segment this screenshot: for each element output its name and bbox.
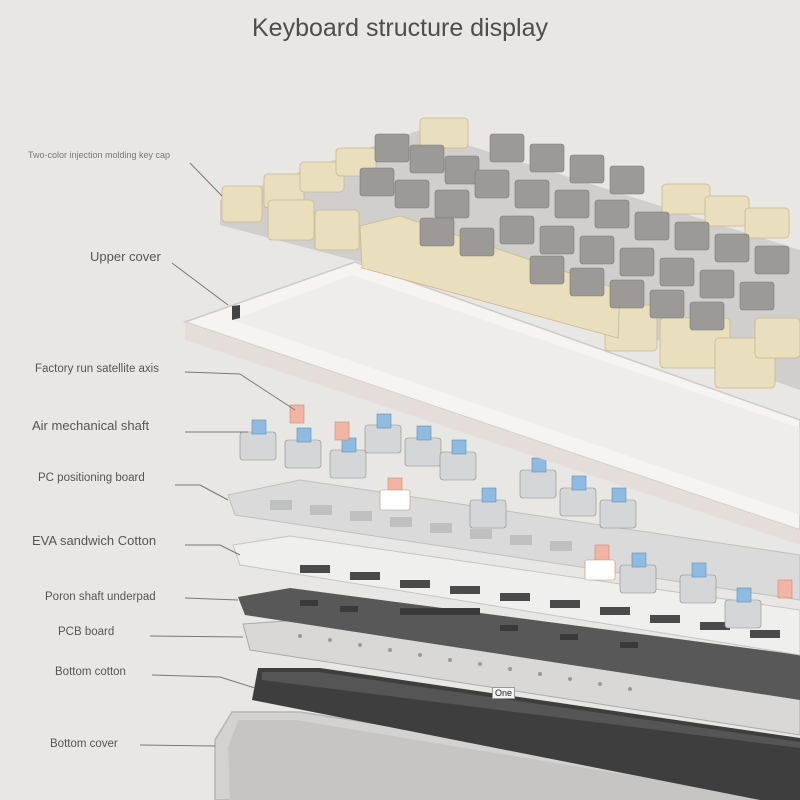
- label-upper-cover: Upper cover: [90, 249, 161, 264]
- label-air-mechanical-shaft: Air mechanical shaft: [32, 418, 150, 433]
- label-pcb-board: PCB board: [58, 626, 115, 638]
- label-satellite-axis: Factory run satellite axis: [35, 363, 159, 375]
- keycap-layer: [220, 117, 800, 390]
- poron-underpad-layer: [238, 588, 800, 700]
- eva-cotton-layer: [232, 535, 800, 656]
- label-pc-positioning-board: PC positioning board: [38, 472, 145, 484]
- label-keycap: Two-color injection molding key cap: [28, 150, 171, 160]
- label-bottom-cover: Bottom cover: [50, 738, 118, 750]
- bottom-cotton-layer: [252, 668, 800, 800]
- upper-cover-layer: [182, 261, 800, 545]
- label-poron-shaft-underpad: Poron shaft underpad: [45, 591, 156, 603]
- satellite-axis: [289, 404, 793, 599]
- label-eva-sandwich-cotton: EVA sandwich Cotton: [32, 533, 157, 548]
- pc-positioning-board-layer: [227, 479, 800, 601]
- plate-tag: One: [492, 687, 516, 699]
- leader-lines: [139, 162, 296, 747]
- page-title: Keyboard structure display: [252, 14, 548, 42]
- label-bottom-cotton: Bottom cotton: [55, 666, 126, 678]
